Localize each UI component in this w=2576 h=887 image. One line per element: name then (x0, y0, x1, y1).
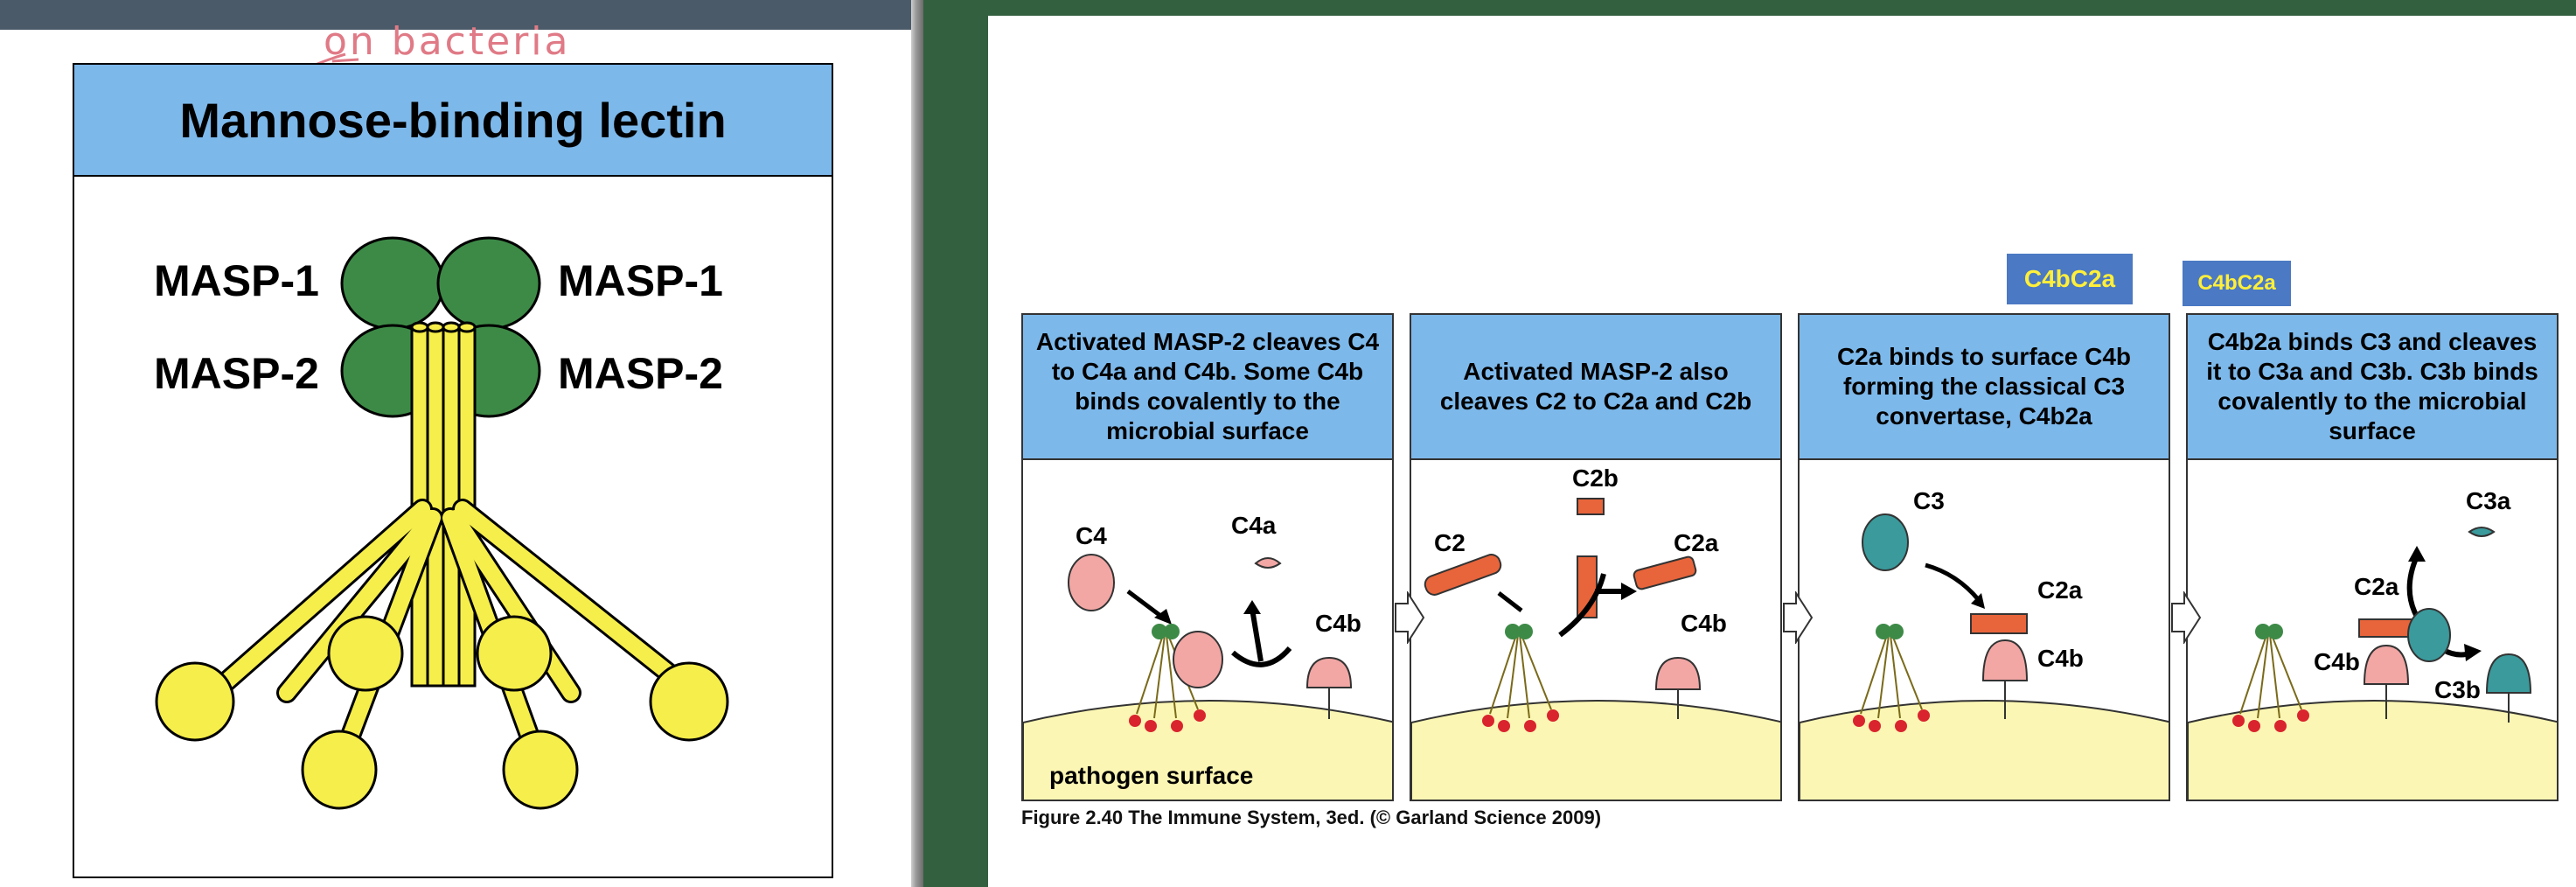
panel-1-label-c4a: C4a (1231, 512, 1277, 539)
panel-3-label-c2a: C2a (2037, 576, 2083, 604)
panel-3-label-c4b: C4b (2037, 645, 2084, 672)
panel-4-header: C4b2a binds C3 and cleaves it to C3a and… (2188, 315, 2557, 460)
panel-arrow-2 (1783, 591, 1814, 644)
panel-1-label-c4b: C4b (1315, 610, 1361, 637)
panel-1-illustration: C4 C4a C4b pathogen surface (1023, 512, 1392, 800)
panel-3: C2a binds to surface C4b forming the cla… (1798, 313, 2170, 801)
c4bc2a-badge-small: C4bC2a (2183, 261, 2291, 306)
panel-4-illustration: C3a C2a C4b C3b (2188, 487, 2557, 800)
panel-2-illustration: C2 C2b C2a C4b (1411, 464, 1780, 800)
masp1-right-oval (436, 236, 541, 331)
pathogen-surface-label: pathogen surface (1049, 762, 1253, 789)
masp1-left-label: MASP-1 (154, 256, 319, 305)
panel-4: C4b2a binds C3 and cleaves it to C3a and… (2186, 313, 2559, 801)
handwritten-annotation: on bacteria (324, 19, 571, 64)
panel-arrow-1 (1395, 591, 1425, 644)
window-divider[interactable] (911, 0, 923, 887)
masp2-left-label: MASP-2 (154, 349, 319, 398)
panel-4-label-c2a: C2a (2354, 573, 2399, 600)
masp1-right-label: MASP-1 (558, 256, 723, 305)
panel-3-label-c3: C3 (1913, 487, 1945, 514)
panel-2-label-c2a: C2a (1674, 529, 1719, 556)
figure-caption: Figure 2.40 The Immune System, 3ed. (© G… (1021, 807, 1602, 828)
panel-1-header: Activated MASP-2 cleaves C4 to C4a and C… (1023, 315, 1392, 460)
panel-2-label-c4b: C4b (1681, 610, 1727, 637)
panel-3-header: C2a binds to surface C4b forming the cla… (1800, 315, 2169, 460)
panel-1: Activated MASP-2 cleaves C4 to C4a and C… (1021, 313, 1394, 801)
panel-4-label-c4b: C4b (2314, 648, 2360, 675)
c4bc2a-badge-large: C4bC2a (2007, 254, 2133, 304)
masp2-right-label: MASP-2 (558, 349, 723, 398)
panel-2-label-c2b: C2b (1572, 464, 1619, 492)
panel-4-label-c3b: C3b (2434, 676, 2481, 703)
panel-1-label-c4: C4 (1076, 522, 1107, 549)
panel-3-illustration: C3 C2a C4b (1800, 487, 2169, 800)
masp1-left-oval (340, 236, 445, 331)
panel-2: Activated MASP-2 also cleaves C2 to C2a … (1410, 313, 1782, 801)
mbl-diagram (155, 236, 729, 810)
panel-4-label-c3a: C3a (2466, 487, 2511, 514)
panel-2-header: Activated MASP-2 also cleaves C2 to C2a … (1411, 315, 1780, 460)
panel-arrow-3 (2171, 591, 2202, 644)
panel-2-label-c2: C2 (1434, 529, 1466, 556)
mbl-title: Mannose-binding lectin (73, 63, 833, 177)
window-title-bar (0, 0, 911, 30)
